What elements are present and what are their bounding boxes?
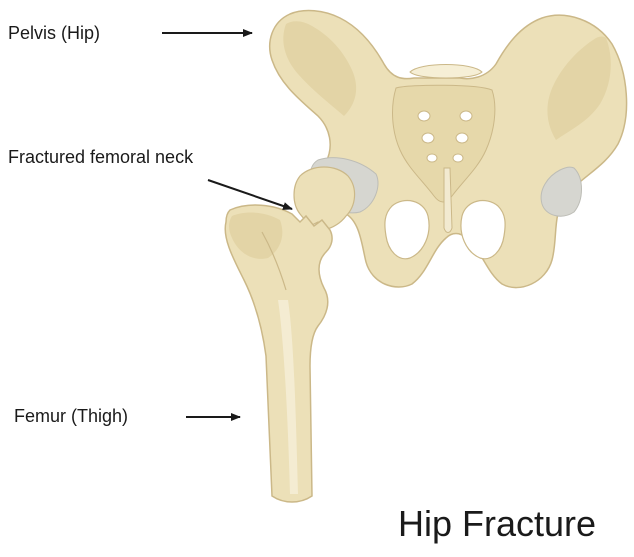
pelvis-label: Pelvis (Hip) — [8, 22, 100, 44]
femur-bone — [225, 205, 332, 502]
femur-label: Femur (Thigh) — [14, 405, 128, 427]
coccyx — [444, 168, 452, 233]
fractured-femoral-neck-label: Fractured femoral neck — [8, 146, 193, 168]
diagram-title: Hip Fracture — [398, 502, 596, 546]
sacral-top — [410, 65, 482, 79]
right-obturator-foramen — [461, 201, 505, 259]
